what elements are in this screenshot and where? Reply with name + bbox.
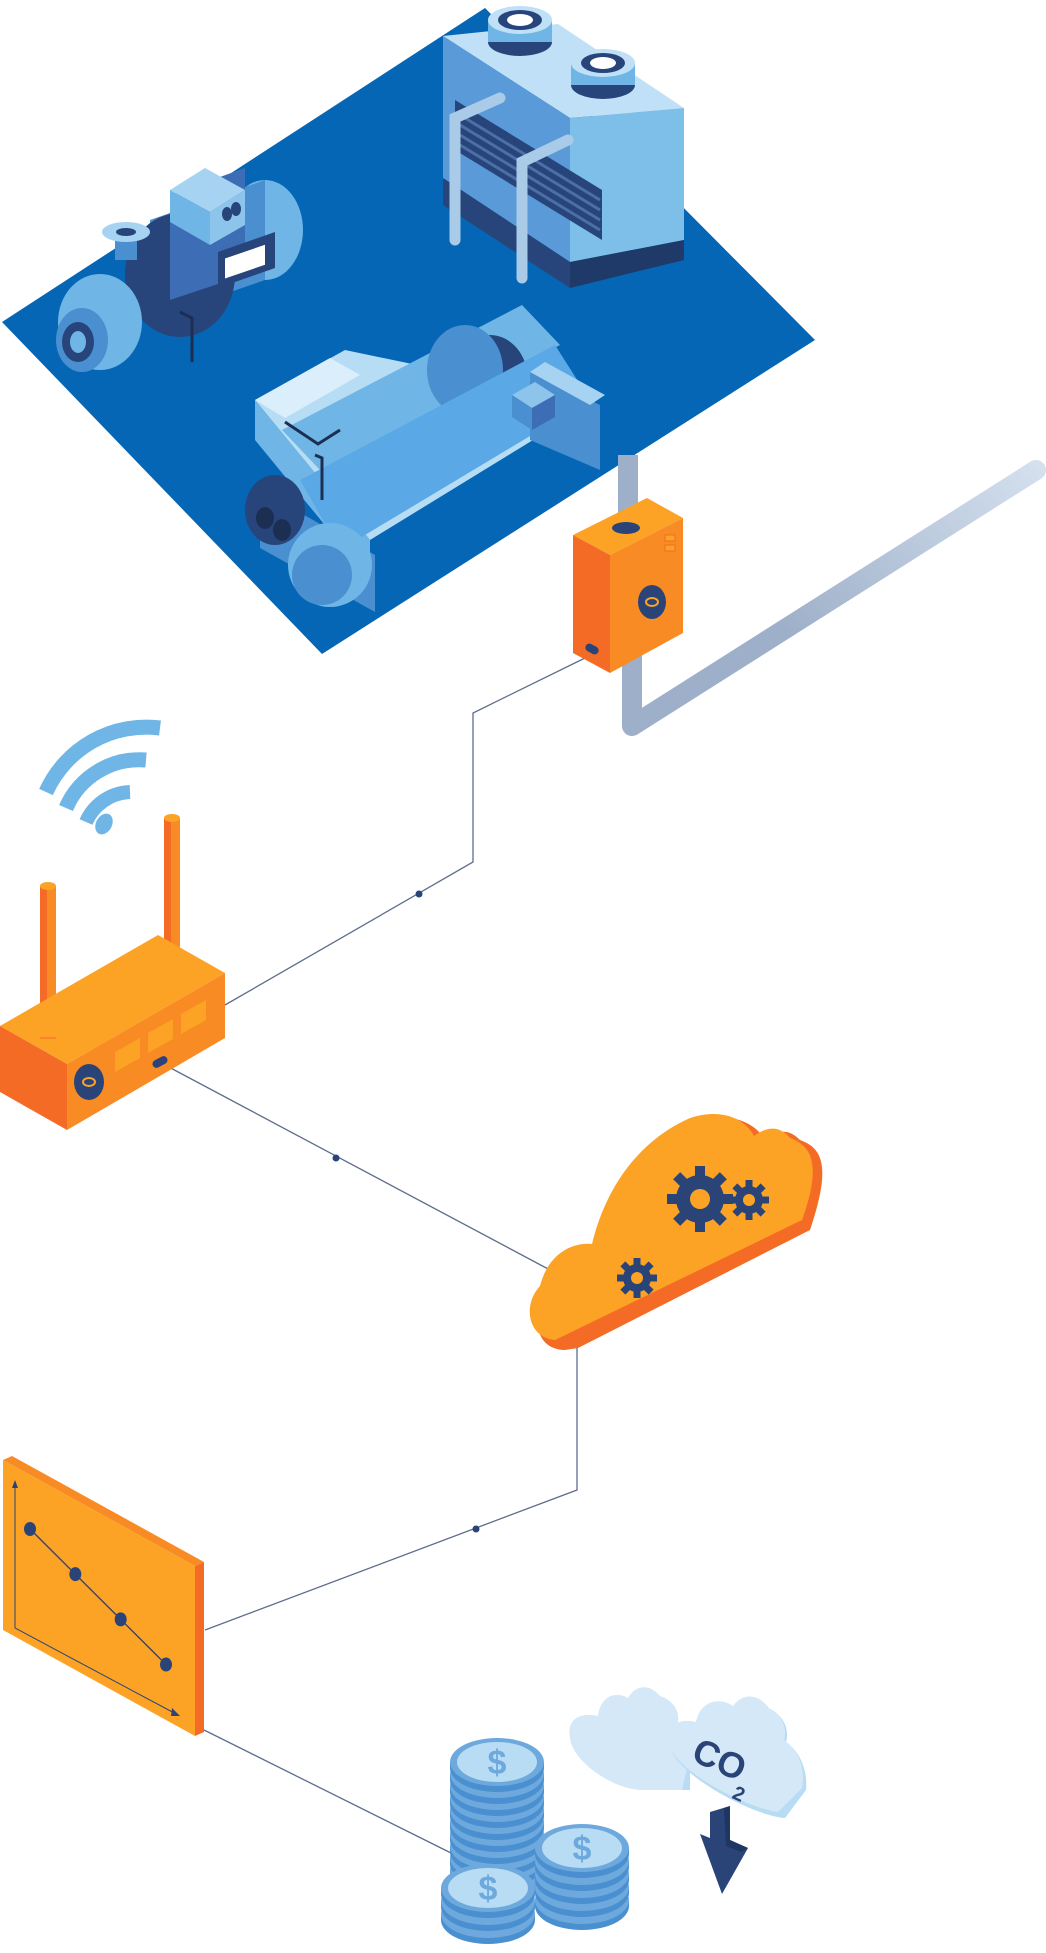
sensor-box-icon — [573, 498, 683, 673]
down-arrow-icon — [700, 1806, 748, 1894]
coin-stack-icon: $ — [441, 1864, 535, 1944]
cloud-to-chart-line — [204, 1348, 578, 1631]
chart-marks — [24, 1522, 172, 1672]
co2-cloud-icon: CO 2 — [569, 1687, 807, 1818]
gear-icon — [617, 1258, 657, 1298]
svg-text:$: $ — [488, 1744, 507, 1782]
coin-stack-icon: $ — [535, 1824, 629, 1930]
svg-text:$: $ — [573, 1830, 592, 1868]
chart-data-point — [69, 1567, 82, 1582]
router-to-cloud-line — [164, 1064, 551, 1271]
industrial-pump-icon — [56, 168, 303, 372]
connector-dot — [415, 890, 423, 898]
cloud-processing-icon — [529, 1114, 823, 1350]
chart-axes — [14, 1482, 179, 1716]
connector-dot — [332, 1154, 340, 1162]
chart-data-point — [114, 1612, 127, 1627]
dollar-icon: $ — [448, 1868, 528, 1908]
dollar-icon: $ — [457, 1742, 537, 1782]
router-icon — [0, 814, 225, 1130]
svg-text:$: $ — [479, 1870, 498, 1908]
chart-series-line — [29, 1528, 167, 1666]
dollar-icon: $ — [542, 1828, 622, 1868]
gear-icon — [729, 1180, 769, 1220]
connector-dot — [472, 1525, 480, 1533]
fan-icon — [488, 6, 552, 56]
cooling-tower-icon — [443, 6, 684, 288]
sensor-to-router-line — [224, 657, 586, 1006]
connector-lines — [164, 657, 586, 1856]
chart-data-point — [160, 1657, 172, 1672]
trend-chart-panel-icon — [3, 1456, 204, 1736]
connector-dots — [332, 890, 480, 1533]
fan-icon — [571, 49, 635, 99]
chart-to-coins-line — [199, 1727, 456, 1856]
wifi-icon — [39, 719, 161, 835]
gear-icon — [667, 1166, 733, 1232]
chiller-icon — [245, 305, 605, 612]
chart-data-point — [24, 1522, 36, 1536]
